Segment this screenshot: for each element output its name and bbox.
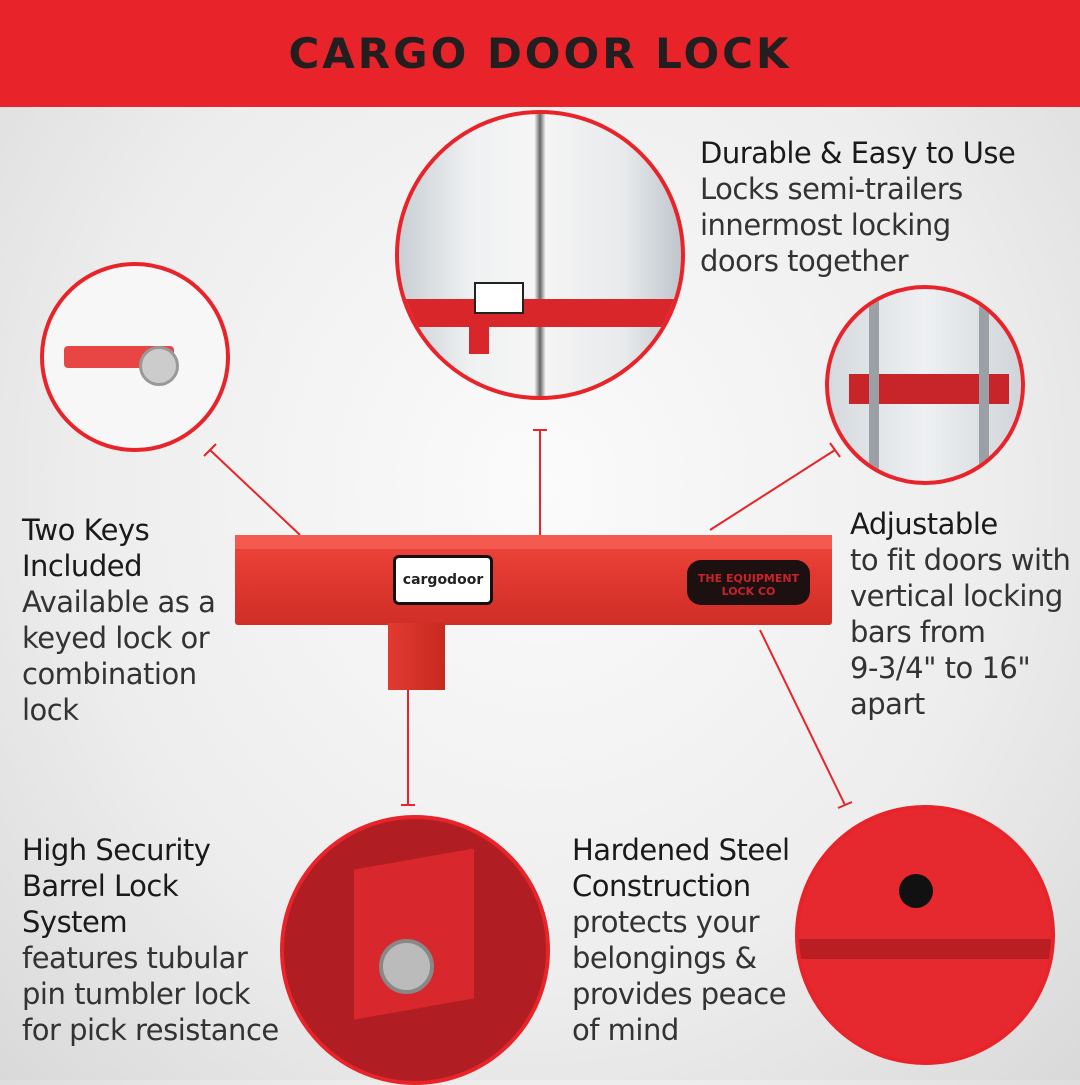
feature-high-security: High Security Barrel Lock System feature… [22,833,279,1047]
equipment-lock-label: THE EQUIPMENT LOCK CO [687,560,810,605]
header-banner: CARGO DOOR LOCK [0,0,1080,107]
detail-circle-adjustable [825,285,1025,485]
cargodoor-label: cargodoor [393,555,493,605]
page-title: CARGO DOOR LOCK [288,29,792,78]
detail-circle-steel [795,805,1055,1065]
cargo-door-lock-product: cargodoor THE EQUIPMENT LOCK CO [235,535,832,625]
feature-adjustable: Adjustable to fit doors with vertical lo… [850,507,1071,721]
detail-circle-door-mounted [395,110,685,400]
lock-post [388,623,445,690]
feature-durable: Durable & Easy to Use Locks semi-trailer… [700,136,1016,278]
feature-hardened-steel: Hardened Steel Construction protects you… [572,833,790,1047]
detail-circle-barrel-lock [280,815,550,1085]
feature-two-keys: Two Keys Included Available as a keyed l… [22,513,216,727]
detail-circle-keys [40,262,230,452]
